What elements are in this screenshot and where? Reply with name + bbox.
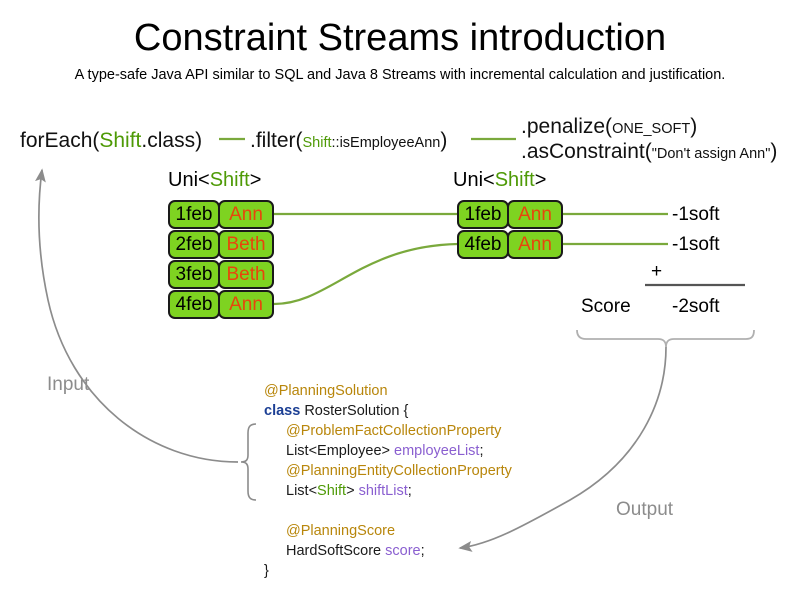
code-token: ; bbox=[420, 543, 425, 559]
uni-left-type: Shift bbox=[209, 169, 250, 191]
uni-left-prefix: Uni< bbox=[168, 169, 210, 191]
foreach-type: Shift bbox=[99, 129, 142, 152]
shift-date-cell: 4feb bbox=[168, 290, 220, 319]
code-token: List<Employee> bbox=[286, 443, 395, 459]
code-line bbox=[264, 501, 512, 521]
shift-employee-cell: Beth bbox=[218, 230, 274, 259]
code-token: @PlanningEntityCollectionProperty bbox=[286, 463, 512, 479]
filter-suffix: ) bbox=[440, 129, 448, 152]
java-code-block: @PlanningSolution class RosterSolution { @… bbox=[264, 381, 512, 581]
code-line: @PlanningEntityCollectionProperty bbox=[264, 461, 512, 481]
score-label: Score bbox=[581, 296, 631, 317]
page-subtitle: A type-safe Java API similar to SQL and … bbox=[74, 67, 726, 83]
uni-left-suffix: > bbox=[249, 169, 262, 191]
shift-employee-cell: Ann bbox=[507, 230, 563, 259]
uni-right-type: Shift bbox=[494, 169, 535, 191]
code-token: RosterSolution { bbox=[300, 403, 409, 419]
code-token: class bbox=[264, 403, 301, 419]
score-plus-sign: + bbox=[651, 261, 663, 282]
penalize-suffix: ) bbox=[690, 115, 698, 138]
shift-date-cell: 3feb bbox=[168, 260, 220, 289]
code-token: List< bbox=[286, 483, 318, 499]
code-line: @ProblemFactCollectionProperty bbox=[264, 421, 512, 441]
pipeline-foreach: forEach(Shift.class) bbox=[20, 128, 202, 153]
code-line: List<Shift> shiftList; bbox=[264, 481, 512, 501]
uni-header-left: Uni<Shift> bbox=[168, 168, 261, 192]
code-token: ; bbox=[407, 483, 412, 499]
penalize-arg: ONE_SOFT bbox=[612, 121, 691, 137]
filter-arg-method: ::isEmployeeAnn bbox=[331, 135, 441, 151]
code-fields-bracket bbox=[240, 423, 257, 501]
filter-prefix: .filter( bbox=[250, 129, 303, 152]
as-constraint-suffix: ) bbox=[770, 140, 778, 163]
constraint-match-score-2: -1soft bbox=[672, 234, 720, 255]
output-label: Output bbox=[616, 499, 674, 520]
pipeline-penalize: .penalize(ONE_SOFT) bbox=[521, 114, 697, 142]
shift-date-cell: 4feb bbox=[457, 230, 509, 259]
code-token: @PlanningSolution bbox=[264, 383, 388, 399]
code-line: List<Employee> employeeList; bbox=[264, 441, 512, 461]
shift-employee-cell: Ann bbox=[507, 200, 563, 229]
page-title: Constraint Streams introduction bbox=[133, 17, 667, 59]
code-token bbox=[264, 503, 268, 519]
score-total-value: -2soft bbox=[672, 296, 720, 317]
code-token: > bbox=[346, 483, 359, 499]
code-token: ; bbox=[479, 443, 484, 459]
shift-date-cell: 1feb bbox=[168, 200, 220, 229]
foreach-prefix: forEach( bbox=[20, 129, 100, 152]
score-bracket bbox=[576, 329, 755, 348]
code-line: @PlanningSolution bbox=[264, 381, 512, 401]
input-label: Input bbox=[47, 374, 90, 395]
code-token: HardSoftScore bbox=[286, 543, 386, 559]
code-line: class RosterSolution { bbox=[264, 401, 512, 421]
as-constraint-arg: "Don't assign Ann" bbox=[651, 146, 771, 162]
shift-employee-cell: Ann bbox=[218, 290, 274, 319]
shift-employee-cell: Beth bbox=[218, 260, 274, 289]
code-token: @ProblemFactCollectionProperty bbox=[286, 423, 502, 439]
as-constraint-prefix: .asConstraint( bbox=[521, 140, 652, 163]
code-line: @PlanningScore bbox=[264, 521, 512, 541]
code-token: shiftList bbox=[358, 483, 408, 499]
uni-right-prefix: Uni< bbox=[453, 169, 495, 191]
shift-date-cell: 1feb bbox=[457, 200, 509, 229]
pipeline-as-constraint: .asConstraint("Don't assign Ann") bbox=[521, 139, 777, 167]
code-token: @PlanningScore bbox=[286, 523, 396, 539]
code-token: employeeList bbox=[394, 443, 480, 459]
code-line: HardSoftScore score; bbox=[264, 541, 512, 561]
uni-header-right: Uni<Shift> bbox=[453, 168, 546, 192]
code-token: } bbox=[264, 563, 269, 579]
code-token: score bbox=[385, 543, 421, 559]
uni-right-suffix: > bbox=[534, 169, 547, 191]
shift-employee-cell: Ann bbox=[218, 200, 274, 229]
code-line: } bbox=[264, 561, 512, 581]
shift-date-cell: 2feb bbox=[168, 230, 220, 259]
filter-arg-type: Shift bbox=[302, 135, 332, 151]
pipeline-filter: .filter(Shift::isEmployeeAnn) bbox=[250, 128, 447, 156]
constraint-match-score-1: -1soft bbox=[672, 204, 720, 225]
code-token: Shift bbox=[317, 483, 347, 499]
penalize-prefix: .penalize( bbox=[521, 115, 613, 138]
foreach-suffix: .class) bbox=[141, 129, 203, 152]
